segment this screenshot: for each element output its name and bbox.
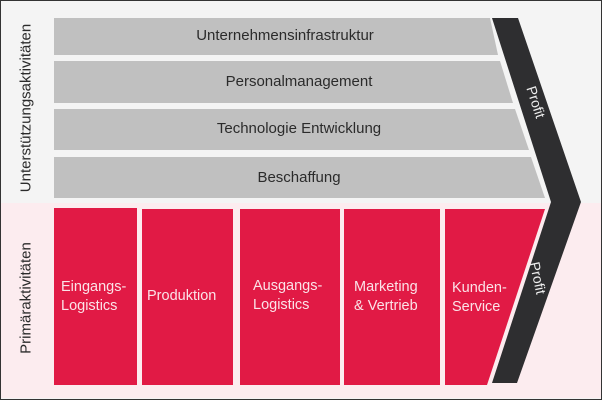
primary-box-2 xyxy=(142,209,233,385)
line1: Produktion xyxy=(147,288,217,304)
primary-activity-inbound-logistics: Eingangs- Logistics xyxy=(61,278,126,316)
line1: Marketing xyxy=(354,279,418,295)
primary-activity-marketing-sales: Marketing & Vertrieb xyxy=(354,278,418,316)
primary-box-5 xyxy=(445,209,545,385)
line1: Ausgangs- xyxy=(253,278,323,294)
support-activities-label: Unterstützungsaktivitäten xyxy=(17,23,35,193)
support-bar-3 xyxy=(54,109,529,150)
primary-activities-label: Primäraktivitäten xyxy=(17,242,35,354)
line2: Logistics xyxy=(61,298,118,314)
support-activity-infrastructure: Unternehmensinfrastruktur xyxy=(196,27,374,44)
primary-activity-service: Kunden- Service xyxy=(452,279,507,317)
primary-activity-operations: Produktion xyxy=(147,287,216,306)
support-bar-4 xyxy=(54,157,545,198)
line1: Kunden- xyxy=(452,280,507,296)
primary-box-4 xyxy=(344,209,440,385)
support-activity-hr: Personalmanagement xyxy=(225,73,373,90)
profit-chevron xyxy=(492,18,581,383)
line2: Logistics xyxy=(253,297,310,313)
support-bar-1 xyxy=(54,18,498,55)
line1: Eingangs- xyxy=(61,279,127,295)
primary-activity-outbound-logistics: Ausgangs- Logistics xyxy=(253,277,322,315)
primary-box-3 xyxy=(240,209,340,385)
line2: & Vertrieb xyxy=(354,298,418,314)
support-bar-2 xyxy=(54,61,513,103)
primary-box-1 xyxy=(54,208,137,385)
support-activity-technology: Technologie Entwicklung xyxy=(216,120,382,137)
line2: Service xyxy=(452,299,501,315)
support-activity-procurement: Beschaffung xyxy=(257,169,341,186)
